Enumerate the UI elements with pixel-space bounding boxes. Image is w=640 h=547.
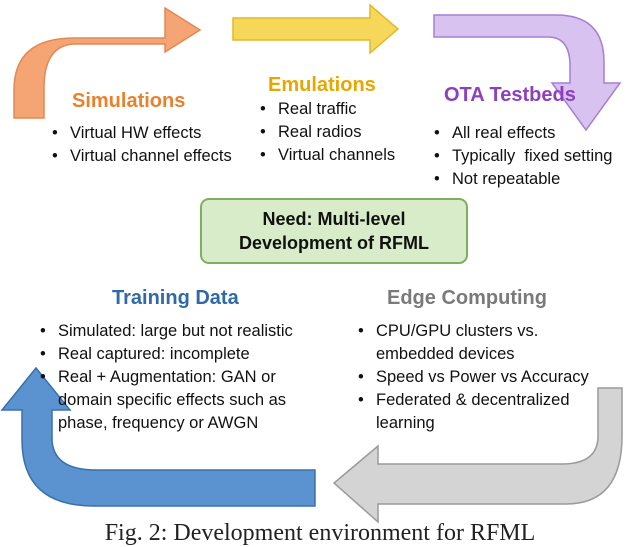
list-item: Not repeatable [430,168,635,191]
list-item: Virtual channel effects [48,145,258,168]
list-item: Real + Augmentation: GAN or domain speci… [36,366,306,435]
blue-curved-arrow [0,366,316,507]
list-item: Real traffic [256,98,426,121]
list-item: Simulated: large but not realistic [36,320,341,343]
cycle-arrows [0,3,623,524]
emulations-list: Real traffic Real radios Virtual channel… [256,98,426,167]
yellow-straight-arrow [232,3,400,55]
list-item: CPU/GPU clusters vs. embedded devices [354,320,546,366]
emulations-heading: Emulations [268,74,376,96]
training-data-list: Simulated: large but not realistic Real … [36,320,341,435]
list-item: Real radios [256,121,426,144]
purple-curved-arrow [433,14,622,132]
list-item: Virtual HW effects [48,122,258,145]
list-item: Speed vs Power vs Accuracy [354,366,616,389]
list-item: Virtual channels [256,144,426,167]
list-item: All real effects [430,122,635,145]
orange-curved-arrow [13,6,202,119]
simulations-heading: Simulations [72,90,186,112]
ota-testbeds-heading: OTA Testbeds [444,84,576,106]
list-item: Federated & decentralized learning [354,389,601,435]
figure-caption: Fig. 2: Development environment for RFML [104,520,536,546]
training-data-heading: Training Data [112,287,239,309]
list-item: Real captured: incomplete [36,343,341,366]
ota-testbeds-list: All real effects Typically fixed setting… [430,122,635,191]
need-box: Need: Multi-level Development of RFML [200,198,468,264]
need-line-1: Need: Multi-level [262,209,406,229]
need-line-2: Development of RFML [238,233,429,253]
edge-computing-heading: Edge Computing [387,287,547,309]
gray-curved-arrow [332,387,623,524]
edge-computing-list: CPU/GPU clusters vs. embedded devices Sp… [354,320,616,435]
simulations-list: Virtual HW effects Virtual channel effec… [48,122,258,168]
list-item: Typically fixed setting [430,145,635,168]
